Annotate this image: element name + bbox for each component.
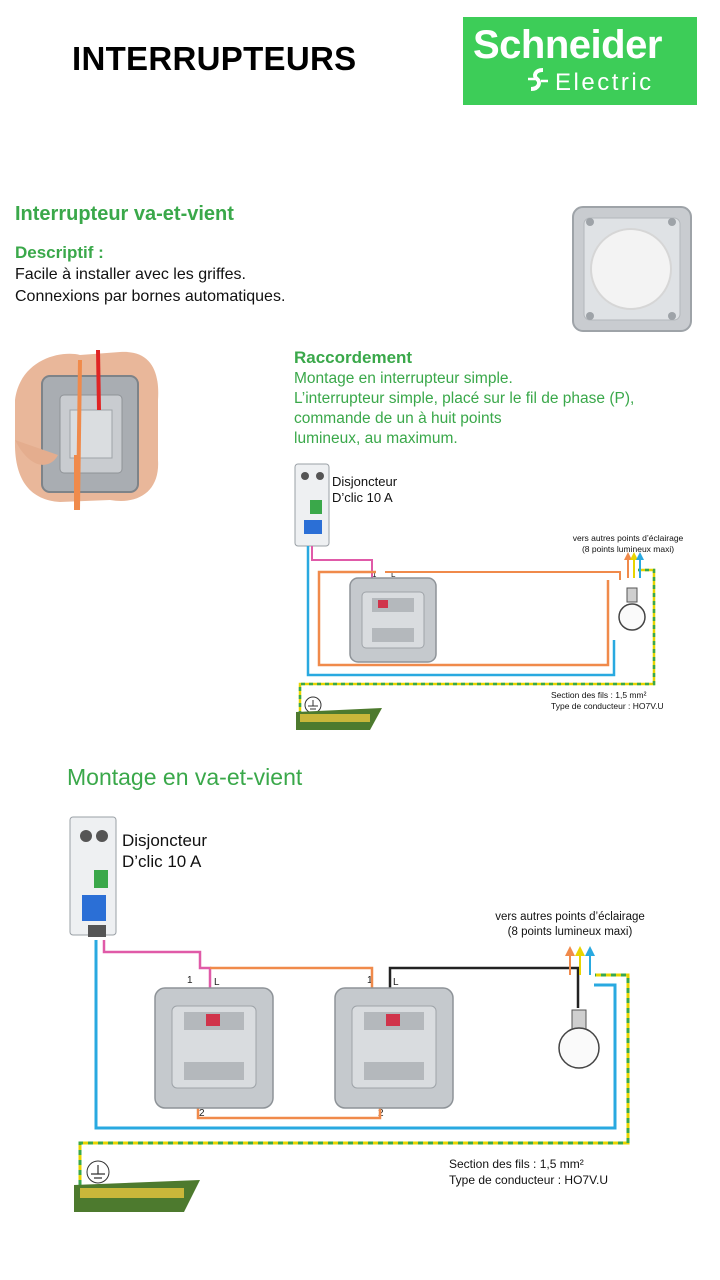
switch-product-icon [572, 206, 692, 332]
diagram2-breaker-line-1: Disjoncteur [122, 831, 208, 850]
raccordement-line-2: L’interrupteur simple, placé sur le fil … [294, 390, 635, 407]
raccordement-line-3: commande de un à huit points [294, 410, 502, 427]
diagram1-lamp-line-1: vers autres points d’éclairage [572, 533, 684, 543]
diagram1-arrows [624, 552, 644, 560]
diagram2-breaker-icon [69, 816, 117, 937]
diagram2-switch-a-icon [154, 987, 274, 1109]
raccordement-line-4: lumineux, au maximum. [294, 430, 458, 447]
diagram2-section-line: Section des fils : 1,5 mm² [449, 1157, 584, 1171]
diagram2-heading: Montage en va-et-vient [67, 764, 303, 790]
diagram1-term-1: 1 [372, 570, 377, 579]
diagram1-lamp-icon [618, 587, 646, 631]
diagram2-lamp-line-2: (8 points lumineux maxi) [507, 926, 633, 938]
desc-line-1: Facile à installer avec les griffes. [15, 266, 246, 283]
desc-line-2: Connexions par bornes automatiques. [15, 288, 286, 305]
diagram1-term-L: L [391, 570, 396, 579]
diagram2-term-1b: 1 [367, 975, 373, 986]
raccordement-line-1: Montage en interrupteur simple. [294, 370, 513, 387]
hand-switch-photo-icon [14, 349, 159, 511]
diagram1-switch-icon [349, 577, 437, 663]
diagram2-term-Lb: L [393, 977, 399, 988]
diagram2-arrows [565, 946, 595, 956]
diagram1-section-line: Section des fils : 1,5 mm² [551, 690, 647, 700]
diagram2-earth-icon [86, 1160, 110, 1184]
diagram1-lamp-note: vers autres points d’éclairage (8 points… [548, 533, 708, 555]
diagram2-breaker-label: Disjoncteur D’clic 10 A [122, 830, 207, 872]
diagram2-term-La: L [214, 977, 220, 988]
brand-subname: Electric [555, 69, 654, 96]
diagram2-wire-spec: Section des fils : 1,5 mm² Type de condu… [449, 1156, 608, 1188]
diagram1-earth-icon [304, 696, 322, 714]
schneider-logo-icon [528, 68, 548, 91]
diagram2-breaker-line-2: D’clic 10 A [122, 852, 202, 871]
desc-heading: Descriptif : [15, 243, 104, 262]
diagram1-wire-spec: Section des fils : 1,5 mm² Type de condu… [551, 690, 664, 712]
schneider-logo: Schneider Electric [463, 17, 697, 105]
brand-name: Schneider [473, 23, 662, 67]
page-title: INTERRUPTEURS [72, 40, 357, 77]
diagram1-wires [298, 546, 656, 715]
diagram2-term-2a: 2 [199, 1108, 205, 1119]
diagram2-lamp-line-1: vers autres points d’éclairage [495, 911, 645, 923]
diagram1-breaker-line-1: Disjoncteur [332, 474, 398, 489]
raccordement-heading: Raccordement [294, 348, 413, 367]
diagram2-terminal-bar-icon [74, 1180, 200, 1212]
diagram1-breaker-label: Disjoncteur D’clic 10 A [332, 474, 397, 506]
section-title: Interrupteur va-et-vient [15, 203, 234, 225]
diagram1-lamp-line-2: (8 points lumineux maxi) [581, 544, 675, 554]
diagram2-type-line: Type de conducteur : HO7V.U [449, 1173, 608, 1187]
raccordement-text: Montage en interrupteur simple. L’interr… [294, 369, 634, 449]
diagram1-type-line: Type de conducteur : HO7V.U [551, 701, 664, 711]
diagram2-switch-b-icon [334, 987, 454, 1109]
diagram1-breaker-icon [294, 463, 330, 547]
diagram2-lamp-note: vers autres points d’éclairage (8 points… [470, 910, 670, 940]
diagram1-breaker-line-2: D’clic 10 A [332, 490, 393, 505]
diagram2-term-1a: 1 [187, 975, 193, 986]
diagram1-terminal-bar-icon [296, 708, 382, 730]
diagram2-lamp-icon [558, 1009, 600, 1069]
